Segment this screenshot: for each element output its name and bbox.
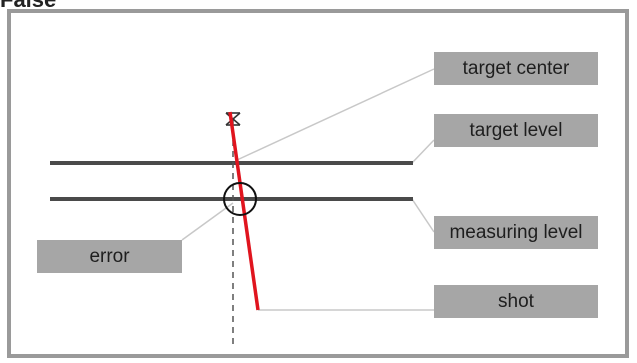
label-shot: shot — [434, 285, 598, 318]
label-measuring-level: measuring level — [434, 216, 598, 249]
leader-target-level — [411, 139, 435, 164]
shot-line — [228, 111, 260, 311]
heading: False — [0, 0, 56, 12]
label-target-center: target center — [434, 52, 598, 85]
error-circle — [223, 182, 257, 216]
leader-target-center — [236, 68, 435, 161]
label-error: error — [37, 240, 182, 273]
target-marker-icon — [225, 112, 241, 126]
label-target-level: target level — [434, 114, 598, 147]
leader-error — [181, 202, 234, 241]
leader-measuring-level — [411, 198, 435, 233]
